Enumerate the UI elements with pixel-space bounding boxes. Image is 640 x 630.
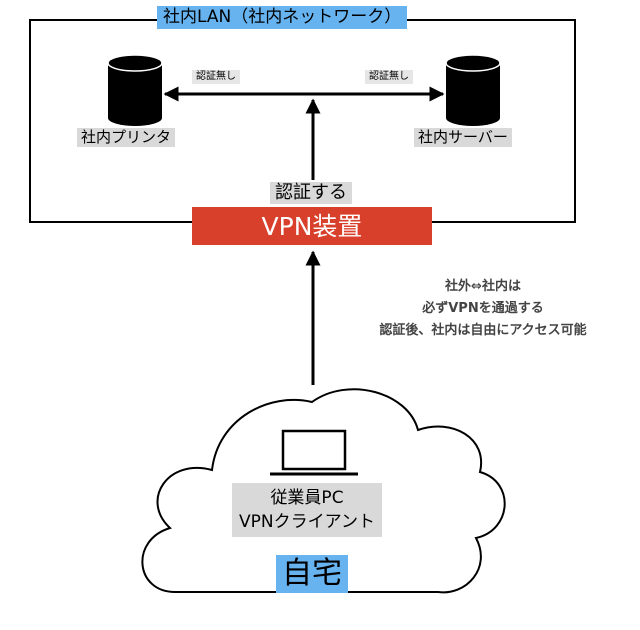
note-line: 社外⇔社内は <box>445 279 521 294</box>
home-label: 自宅 <box>276 555 348 593</box>
pc-label-line2: VPNクライアント <box>239 512 375 532</box>
printer-label: 社内プリンタ <box>77 128 176 147</box>
server-database-icon <box>445 54 501 126</box>
vpn-device-box: VPN装置 <box>192 207 432 245</box>
auth-label: 認証する <box>270 182 352 204</box>
left-link-label: 認証無し <box>192 70 240 84</box>
pc-label: 従業員PC VPNクライアント <box>232 483 382 537</box>
right-link-label: 認証無し <box>365 70 413 84</box>
server-label: 社内サーバー <box>414 128 512 147</box>
pc-label-line1: 従業員PC <box>270 488 344 508</box>
vpn-device-label: VPN装置 <box>261 211 363 241</box>
laptop-icon <box>270 429 358 476</box>
access-note: 社外⇔社内は 必ずVPNを通過する 認証後、社内は自由にアクセス可能 <box>342 276 624 342</box>
lan-title: 社内LAN（社内ネットワーク） <box>157 6 408 29</box>
printer-database-icon <box>107 54 163 126</box>
note-line: 認証後、社内は自由にアクセス可能 <box>379 323 587 338</box>
note-line: 必ずVPNを通過する <box>422 301 544 316</box>
